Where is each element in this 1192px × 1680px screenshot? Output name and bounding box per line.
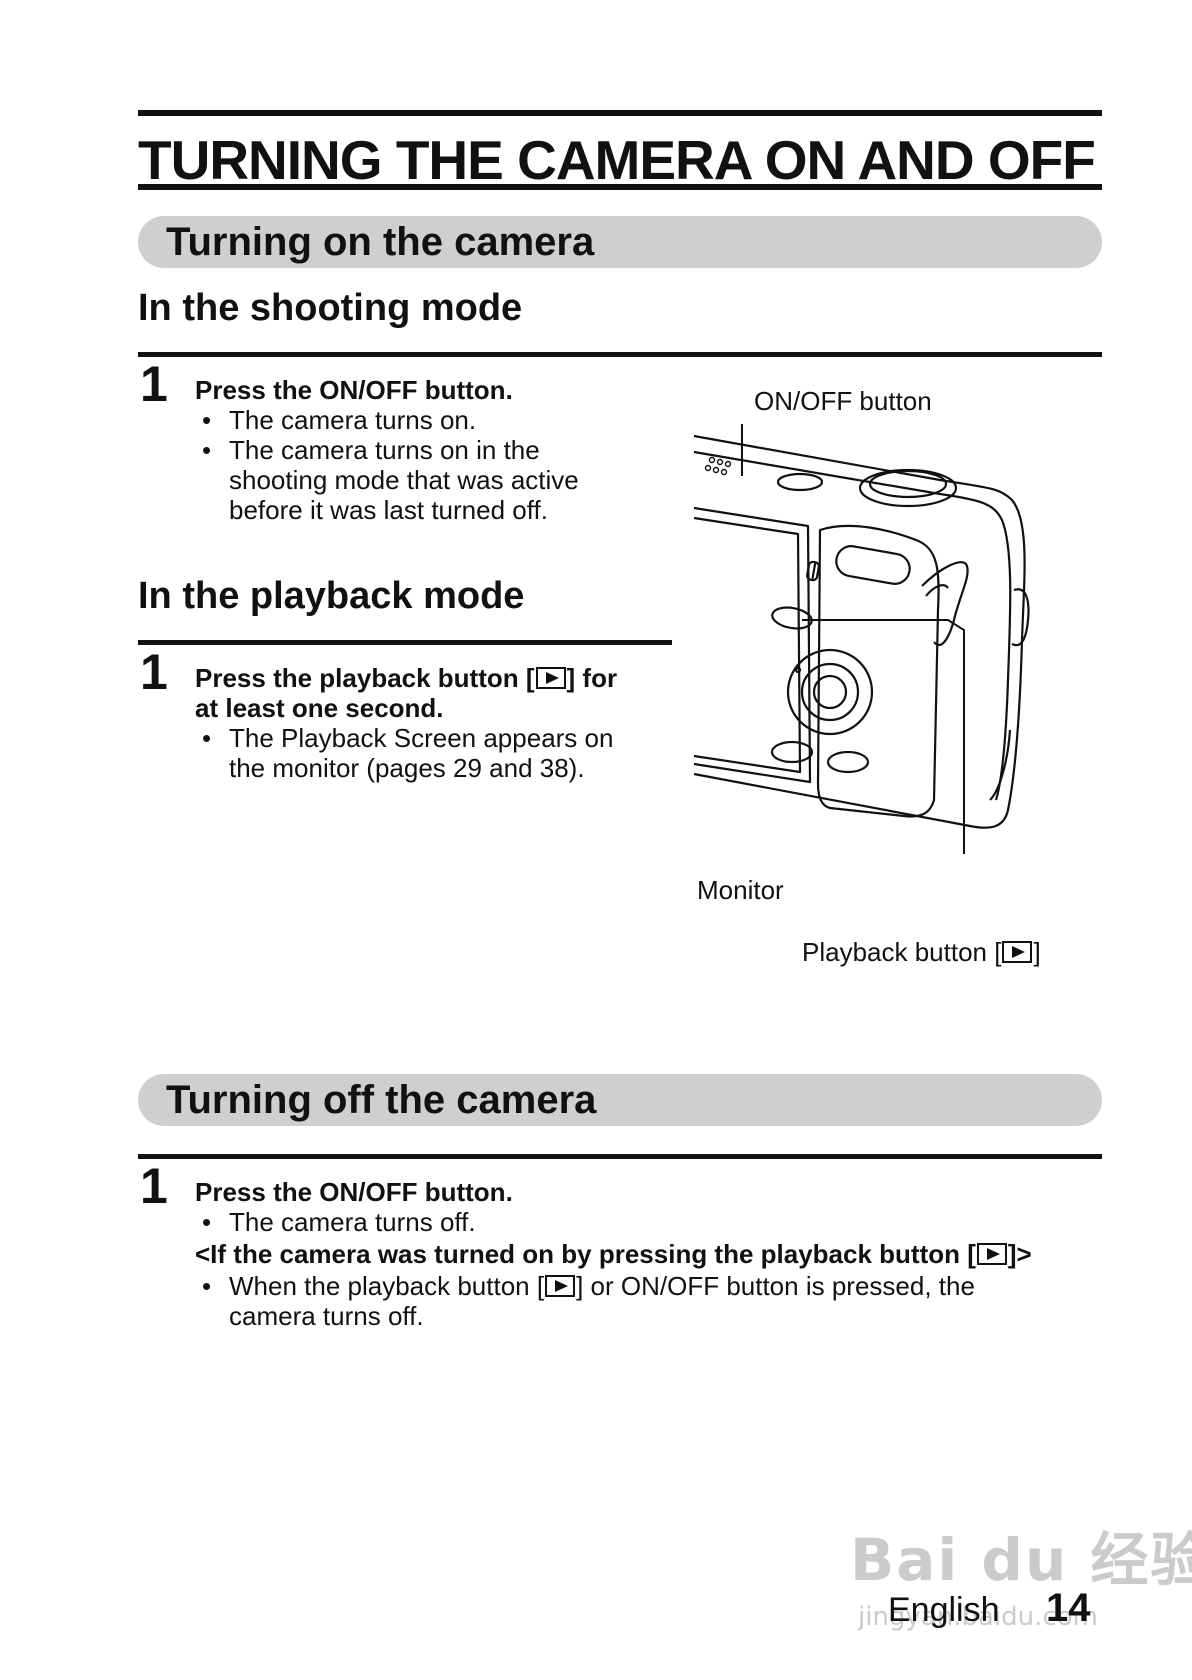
footer-language: English	[888, 1591, 1000, 1629]
bullet-text: before it was last turned off.	[229, 495, 548, 525]
bullet-text: The camera turns on in the	[229, 435, 540, 465]
callout-text: ]	[1033, 937, 1041, 967]
section-heading: Turning on the camera	[166, 220, 595, 264]
instruction-text: Press the playback button [	[195, 663, 535, 693]
playback-icon	[545, 1275, 576, 1297]
step-instruction: Press the ON/OFF button.	[195, 1177, 513, 1207]
note-text: ]>	[1007, 1239, 1032, 1269]
step-rule	[138, 1154, 1102, 1159]
section-heading: Turning off the camera	[166, 1078, 597, 1122]
bullet-marker: •	[202, 435, 212, 465]
bullet-marker: •	[202, 723, 212, 753]
callout-text: Playback button [	[802, 937, 1002, 967]
watermark-url: jingyan.baidu.com	[858, 1602, 1098, 1632]
step-rule	[138, 640, 672, 645]
step-instruction: Press the playback button [ ] for	[195, 662, 617, 694]
title-top-rule	[138, 110, 1102, 116]
section-header-turning-on: Turning on the camera	[138, 216, 1102, 268]
bullet-text: The Playback Screen appears on	[229, 723, 614, 753]
bullet-text: camera turns off.	[229, 1301, 424, 1331]
subheading-playback-mode: In the playback mode	[138, 575, 525, 617]
bullet-text: When the playback button [ ] or ON/OFF bu…	[229, 1270, 975, 1302]
bullet-marker: •	[202, 1207, 212, 1237]
page-number: 14	[1046, 1586, 1091, 1630]
bullet-text: shooting mode that was active	[229, 465, 579, 495]
callout-playback-button: Playback button []	[802, 937, 1041, 967]
baidu-watermark: Bai du 经验 jingyan.baidu.com	[850, 1526, 1192, 1632]
callout-monitor: Monitor	[697, 875, 784, 905]
bullet-marker: •	[202, 1271, 212, 1301]
camera-back-illustration	[693, 424, 1030, 854]
instruction-text: ] for	[566, 663, 618, 693]
note-heading: <If the camera was turned on by pressing…	[195, 1238, 1032, 1270]
playback-icon	[976, 1243, 1007, 1265]
step-instruction: at least one second.	[195, 693, 444, 723]
step-rule	[138, 352, 1102, 357]
bullet-text-part: When the playback button [	[229, 1271, 545, 1301]
bullet-text: The camera turns off.	[229, 1207, 476, 1237]
section-header-turning-off: Turning off the camera	[138, 1074, 1102, 1126]
step-number: 1	[140, 644, 168, 700]
note-text: <If the camera was turned on by pressing…	[195, 1239, 976, 1269]
watermark-logo-text: Bai du 经验	[850, 1526, 1192, 1594]
title-bottom-rule	[138, 184, 1102, 190]
step-instruction: Press the ON/OFF button.	[195, 375, 513, 405]
playback-icon	[535, 667, 566, 689]
subheading-shooting-mode: In the shooting mode	[138, 287, 523, 329]
page-title: TURNING THE CAMERA ON AND OFF	[138, 129, 1096, 191]
callout-onoff-button: ON/OFF button	[754, 386, 932, 416]
bullet-marker: •	[202, 405, 212, 435]
playback-icon	[1002, 941, 1033, 963]
bullet-text: the monitor (pages 29 and 38).	[229, 753, 585, 783]
bullet-text-part: ] or ON/OFF button is pressed, the	[576, 1271, 975, 1301]
step-number: 1	[140, 1158, 168, 1214]
bullet-text: The camera turns on.	[229, 405, 477, 435]
step-number: 1	[140, 356, 168, 412]
